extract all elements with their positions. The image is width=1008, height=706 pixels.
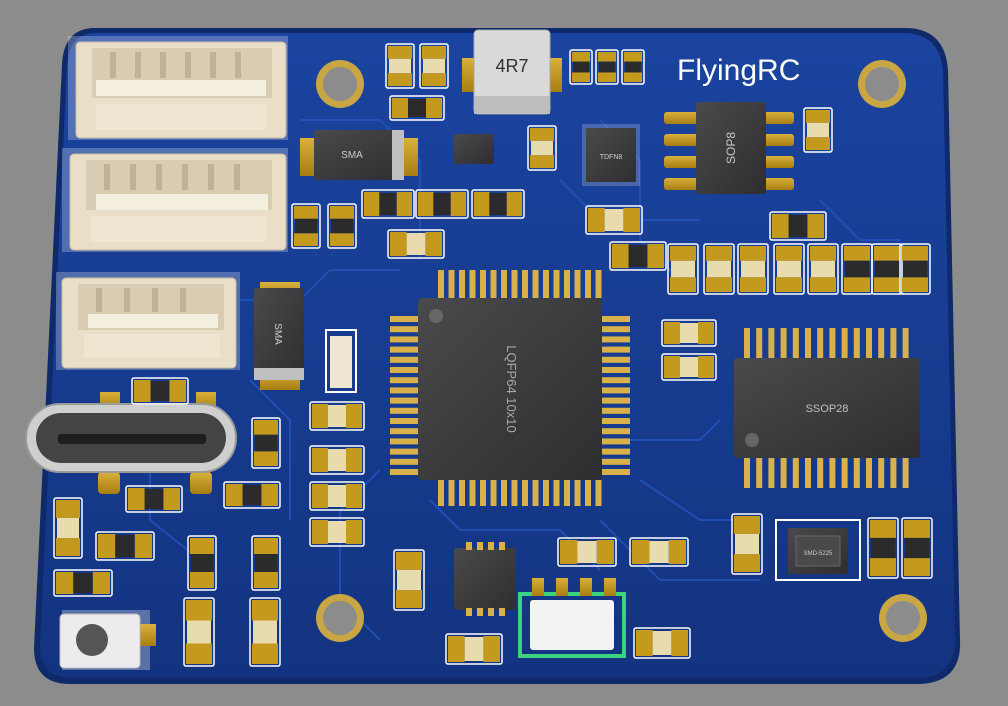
mounting-hole-top-right [858,60,906,108]
smd-passive [385,43,415,89]
smd-passive [621,49,645,85]
smd-passive [291,203,321,249]
lqfp64-mcu: LQFP64 10x10 [390,270,630,506]
ssop28-chip: SSOP28 [734,328,920,488]
connector-top [68,36,288,140]
smd-passive [419,43,449,89]
smd-passive [737,243,769,295]
smd-passive [609,241,667,271]
qfn-bottom [454,542,516,616]
smd-passive [393,549,425,611]
mcu-label: LQFP64 10x10 [504,345,519,432]
smd-passive [445,633,503,665]
brand-label: FlyingRC [677,54,800,87]
smd-passive [569,49,593,85]
diode-top: SMA [300,130,418,180]
smd-passive [807,243,839,295]
diode-left: SMA [254,282,304,390]
smd-passive [803,107,833,153]
smd-passive [899,243,931,295]
smd-passive [327,203,357,249]
smd-passive [867,517,899,579]
small-ic-top [454,134,494,164]
push-button [59,610,156,670]
mounting-hole-bottom-right [879,594,927,642]
ssop-label: SSOP28 [806,403,849,415]
small-white-connector [325,329,357,393]
smd-passive [731,513,763,575]
inductor-label: 4R7 [495,56,528,76]
crystal-bottom [518,578,626,658]
smd-passive [131,377,189,405]
diode-top-label: SMA [341,150,363,161]
inductor-4r7: 4R7 [462,29,562,115]
smd-passive [629,537,689,567]
smd-passive [415,189,469,219]
smd-passive [661,353,717,381]
tdfn8-chip: TDFN8 [582,124,640,186]
smd-passive [187,535,217,591]
smd-passive [557,537,617,567]
sop8-label: SOP8 [724,132,738,164]
smd-passive [387,229,445,259]
mounting-hole-bottom-left [316,594,364,642]
smd-passive [585,205,643,235]
smd-passive [841,243,873,295]
smd-passive [389,95,445,121]
tdfn8-label: TDFN8 [600,154,623,161]
smd-passive [251,417,281,469]
diode-left-label: SMA [272,323,283,345]
smd-passive [361,189,415,219]
smd-passive [471,189,525,219]
usb-c-connector [25,392,237,494]
small-ic-label: SMD-5225 [804,551,833,557]
smd-passive [53,497,83,559]
smd-passive [773,243,805,295]
smd-passive [95,531,155,561]
smd-passive [527,125,557,171]
smd-passive [309,445,365,475]
connector-middle [62,148,288,252]
smd-passive [125,485,183,513]
connector-bottom [56,272,240,370]
smd-passive [183,597,215,667]
smd-passive [661,319,717,347]
smd-passive [667,243,699,295]
smd-passive [249,597,281,667]
sop8-chip: SOP8 [664,102,794,194]
smd-passive [309,481,365,511]
smd-passive [595,49,619,85]
smd-passive [223,481,281,509]
mounting-hole-top-left [316,60,364,108]
smd-passive [769,211,827,241]
smd-passive [251,535,281,591]
smd-passive [53,569,113,597]
smd-passive [309,401,365,431]
smd-passive [633,627,691,659]
smd-passives [53,43,933,667]
smd-passive [871,243,903,295]
smd-passive [703,243,735,295]
small-ic-5225: SMD-5225 [775,519,861,581]
smd-passive [309,517,365,547]
smd-passive [901,517,933,579]
